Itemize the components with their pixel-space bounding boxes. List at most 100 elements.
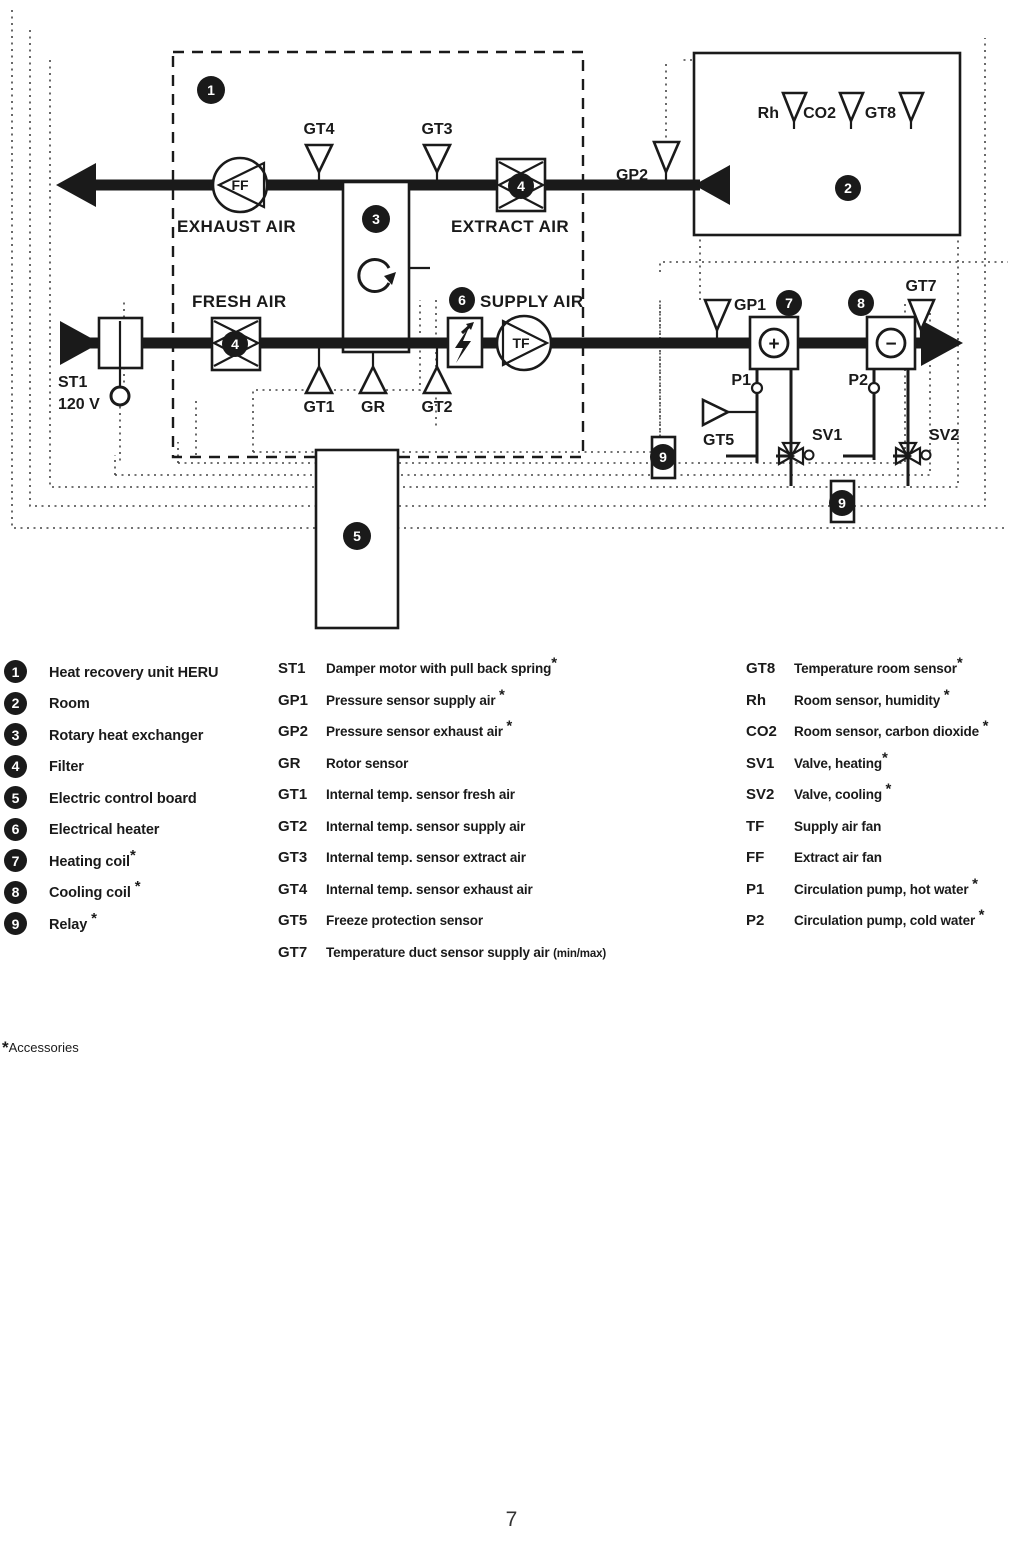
gt5-label: GT5 xyxy=(703,432,734,449)
sv2-label: SV2 xyxy=(929,427,959,444)
legend-mid-row-gt3: GT3 Internal temp. sensor extract air xyxy=(278,849,606,870)
legend-desc-gt4: Internal temp. sensor exhaust air xyxy=(326,881,533,897)
rh-label: Rh xyxy=(758,105,779,122)
co2-label: CO2 xyxy=(803,105,836,122)
legend-label-4: Filter xyxy=(49,759,84,775)
legend-code-co2: CO2 xyxy=(746,723,777,740)
legend-desc-gp2: Pressure sensor exhaust air * xyxy=(326,717,513,740)
footnote-text: Accessories xyxy=(8,1040,79,1055)
legend-code-gt5: GT5 xyxy=(278,912,308,929)
sv1-label: SV1 xyxy=(812,427,842,444)
callout-rotor: 3 xyxy=(372,211,380,227)
legend-label-3: Rotary heat exchanger xyxy=(49,727,204,744)
sensor-GT3: GT3 xyxy=(421,121,453,185)
legend-desc-gt1: Internal temp. sensor fresh air xyxy=(326,787,515,802)
callout-heater: 6 xyxy=(458,292,466,308)
legend-bullet-6: 6 xyxy=(4,817,27,841)
legend-mid-row-gt5: GT5 Freeze protection sensor xyxy=(278,912,606,933)
legend-mid-row-gp1: GP1 Pressure sensor supply air * xyxy=(278,686,606,713)
sensor-GT2: GT2 xyxy=(421,343,453,416)
legend-code-gt3: GT3 xyxy=(278,849,308,866)
legend-desc-gt2: Internal temp. sensor supply air xyxy=(326,818,526,834)
callout-cooling-coil: 8 xyxy=(857,295,865,311)
legend-code-gt8: GT8 xyxy=(746,660,776,677)
callout-filter-extract: 4 xyxy=(517,178,525,194)
legend-code-ff: FF xyxy=(746,849,765,866)
gt1-label: GT1 xyxy=(303,399,334,416)
legend-desc-sv1: Valve, heating* xyxy=(794,749,888,771)
sensor-CO2: CO2 xyxy=(803,91,865,129)
p2-label: P2 xyxy=(848,372,868,389)
gt8-label: GT8 xyxy=(865,105,896,122)
callout-filter-fresh: 4 xyxy=(231,336,239,352)
heru-enclosure xyxy=(171,50,585,459)
legend-bullet-3: 3 xyxy=(4,723,27,746)
svg-text:9: 9 xyxy=(659,449,667,465)
legend-desc-gp1: Pressure sensor supply air * xyxy=(326,686,505,708)
legend-code-rh: Rh xyxy=(746,691,766,709)
cooling-coil: − 8 xyxy=(848,290,917,371)
gt3-label: GT3 xyxy=(421,121,452,138)
filter-fresh-air: 4 xyxy=(210,316,262,372)
star-icon: * xyxy=(134,878,141,896)
star-icon: * xyxy=(943,686,950,703)
legend-label-2: Room xyxy=(49,696,90,712)
legend-suffix: (min/max) xyxy=(553,947,607,960)
star-icon: * xyxy=(129,846,136,864)
extract-arrow-icon xyxy=(694,165,730,205)
svg-text:9: 9 xyxy=(838,495,846,511)
legend-desc-tf: Supply air fan xyxy=(794,818,882,834)
legend-label-6: Electrical heater xyxy=(49,822,160,838)
legend-desc-gt5: Freeze protection sensor xyxy=(326,913,483,928)
star-icon: * xyxy=(91,909,97,927)
legend-code-gr: GR xyxy=(278,754,301,772)
gp2-label: GP2 xyxy=(616,167,648,184)
legend-right-row-gt8: GT8 Temperature room sensor* xyxy=(746,654,988,681)
legend-desc-gt8: Temperature room sensor* xyxy=(794,654,963,677)
callout-heru: 1 xyxy=(197,76,225,104)
star-icon: * xyxy=(978,906,985,924)
legend-bullet-1: 1 xyxy=(4,660,27,683)
legend-desc-gt3: Internal temp. sensor extract air xyxy=(326,850,526,865)
accessories-footnote: *Accessories xyxy=(2,1038,79,1058)
supply-air-arrow-icon xyxy=(921,320,963,366)
legend-code-gt1: GT1 xyxy=(278,786,308,803)
legend-label-9: Relay * xyxy=(49,909,97,933)
rotary-heat-exchanger: 3 xyxy=(341,180,430,354)
legend-code-sv2: SV2 xyxy=(746,786,775,803)
callout-room: 2 xyxy=(835,175,861,201)
legend-desc-rh: Room sensor, humidity * xyxy=(794,686,950,708)
room-enclosure xyxy=(692,51,962,237)
damper-motor-ST1: ST1 120 V xyxy=(58,316,144,413)
extract-air-fan-FF: FF xyxy=(211,156,269,214)
legend-bullet-8: 8 xyxy=(4,880,27,904)
gt4-label: GT4 xyxy=(303,121,334,138)
star-icon: * xyxy=(972,875,978,892)
legend-desc-p1: Circulation pump, hot water * xyxy=(794,875,978,897)
legend-code-gt7: GT7 xyxy=(278,943,308,961)
electric-control-board: 5 xyxy=(314,448,400,630)
legend-code-sv1: SV1 xyxy=(746,754,775,772)
exhaust-air-label: EXHAUST AIR xyxy=(177,217,296,236)
legend-code-tf: TF xyxy=(746,817,765,835)
legend-code-gp1: GP1 xyxy=(278,691,309,709)
legend-code-p2: P2 xyxy=(746,912,765,929)
star-icon: * xyxy=(499,686,505,703)
legend-desc-ff: Extract air fan xyxy=(794,850,882,865)
filter-extract-air: 4 xyxy=(495,157,547,213)
p1-label: P1 xyxy=(731,372,751,389)
legend-right-row-ff: FF Extract air fan xyxy=(746,849,988,870)
gp1-label: GP1 xyxy=(734,297,766,314)
